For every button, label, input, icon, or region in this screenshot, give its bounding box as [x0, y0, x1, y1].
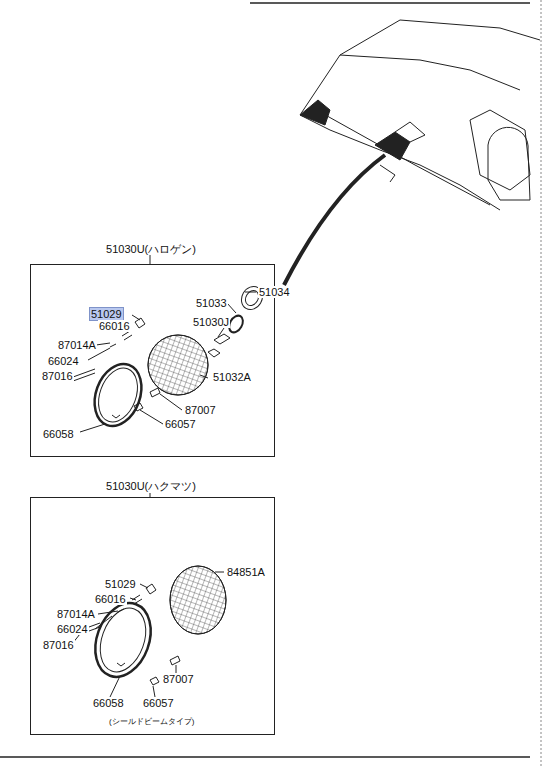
callout-number: 66016 — [94, 593, 127, 605]
callout-number: 66058 — [92, 697, 125, 709]
callout-number: 51029 — [89, 307, 124, 321]
callout-number: 51034 — [258, 286, 291, 298]
callout-number: 87014A — [57, 339, 97, 351]
callout-number: 66058 — [42, 428, 75, 440]
callout-number: 66057 — [164, 418, 197, 430]
callout-number: 66024 — [56, 623, 89, 635]
callout-number: 51030J — [192, 316, 230, 328]
callout-number: 84851A — [226, 566, 266, 578]
car-outline — [300, 20, 540, 210]
callout-number: 66016 — [98, 320, 131, 332]
group-heading: 51030U(ハクマツ) — [106, 479, 196, 494]
callout-number: 51029 — [104, 578, 137, 590]
type-note: (シールドビームタイプ) — [109, 716, 194, 727]
callout-number: 87007 — [162, 673, 195, 685]
callout-number: 87016 — [41, 370, 74, 382]
callout-number: 87016 — [42, 639, 75, 651]
callout-number: 66057 — [142, 697, 175, 709]
halogen-headlamp-parts — [73, 283, 267, 433]
callout-number: 51032A — [212, 371, 252, 383]
group-heading: 51030U(ハロゲン) — [106, 242, 196, 257]
callout-number: 51033 — [195, 297, 228, 309]
callout-number: 87007 — [184, 404, 217, 416]
callout-number: 87014A — [56, 608, 96, 620]
sealed-beam-parts — [72, 566, 226, 697]
callout-number: 66024 — [47, 355, 80, 367]
